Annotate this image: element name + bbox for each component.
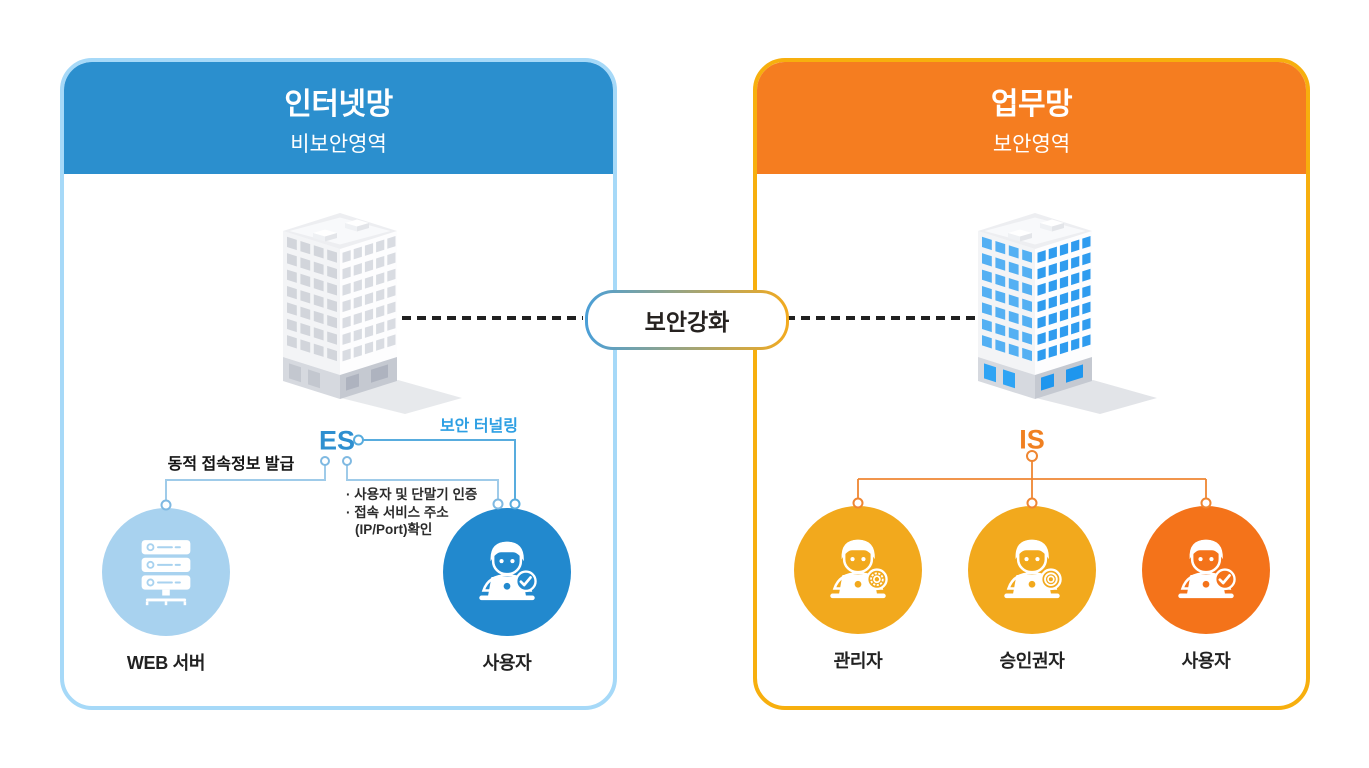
approver-seal-icon <box>990 528 1074 612</box>
auth-note-line: (IP/Port)확인 <box>355 522 433 537</box>
user-node-business: 사용자 <box>1142 506 1270 673</box>
node-label: 승인권자 <box>999 651 1065 671</box>
business-zone-subtitle: 보안영역 <box>992 132 1071 156</box>
internet-zone-subtitle: 비보안영역 <box>290 132 387 156</box>
node-label: 사용자 <box>482 653 532 673</box>
building-icon-business <box>978 213 1157 414</box>
node-label: 사용자 <box>1181 651 1231 671</box>
auth-note-line: · 사용자 및 단말기 인증 <box>346 487 478 502</box>
auth-note-line: · 접속 서비스 주소 <box>346 504 449 520</box>
user-laptop-check-icon <box>1164 528 1248 612</box>
node-label: WEB 서버 <box>126 653 206 673</box>
es-label: ES <box>318 425 356 456</box>
dynamic-access-label: 동적 접속정보 발급 <box>167 456 295 473</box>
web-server-node: WEB 서버 <box>102 508 230 675</box>
building-icon-internet <box>283 213 462 414</box>
security-enhancement-badge: 보안강화 <box>585 290 789 350</box>
secure-tunneling-label: 보안 터널링 <box>439 418 518 435</box>
is-label: IS <box>1019 424 1045 455</box>
business-zone-title: 업무망 <box>990 87 1073 121</box>
admin-gear-icon <box>816 528 900 612</box>
admin-node: 관리자 <box>794 506 922 673</box>
user-laptop-check-icon <box>465 530 549 614</box>
server-icon <box>124 530 208 614</box>
approver-node: 승인권자 <box>968 506 1096 673</box>
user-node-internet: 사용자 <box>443 508 571 675</box>
node-label: 관리자 <box>833 651 883 671</box>
business-zone-header: 업무망 보안영역 <box>757 62 1306 174</box>
internet-zone-title: 인터넷망 <box>284 87 393 121</box>
internet-zone-header: 인터넷망 비보안영역 <box>64 62 613 174</box>
auth-notes: · 사용자 및 단말기 인증 · 접속 서비스 주소 (IP/Port)확인 <box>346 486 477 539</box>
